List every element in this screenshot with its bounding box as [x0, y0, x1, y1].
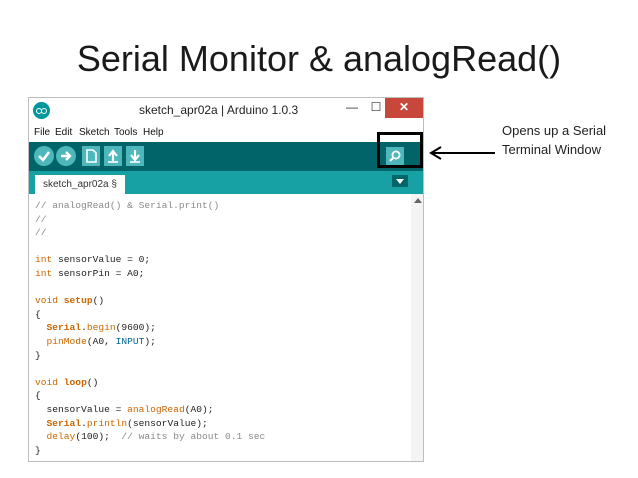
code-token: analogRead: [127, 404, 185, 415]
code-token: (A0,: [86, 336, 116, 347]
upload-icon[interactable]: [56, 146, 76, 166]
code-line: {: [35, 309, 41, 322]
code-token: );: [144, 336, 156, 347]
code-token: sensorPin = A0;: [52, 268, 145, 279]
code-token: Serial: [46, 322, 82, 334]
code-token: pinMode: [46, 336, 87, 347]
verify-icon[interactable]: [34, 146, 54, 166]
arduino-window: sketch_apr02a | Arduino 1.0.3 — ☐ ✕ File…: [28, 97, 424, 462]
callout-text: Opens up a Serial Terminal Window: [502, 121, 606, 159]
code-token: [35, 418, 47, 429]
code-line: pinMode(A0, INPUT);: [35, 336, 156, 349]
code-line: // analogRead() & Serial.print(): [35, 200, 219, 213]
code-token: [35, 336, 47, 347]
code-editor[interactable]: // analogRead() & Serial.print() // // int …: [29, 194, 411, 461]
code-token: int: [35, 268, 53, 279]
code-token: (100);: [75, 431, 122, 443]
callout-line-1: Opens up a Serial: [502, 123, 607, 138]
new-icon[interactable]: [82, 146, 100, 166]
code-token: [35, 431, 47, 442]
code-token: sensorValue =: [35, 404, 128, 415]
serial-monitor-highlight: [377, 132, 423, 168]
open-icon[interactable]: [104, 146, 122, 166]
arduino-logo-icon: [33, 102, 50, 119]
code-line: int sensorPin = A0;: [35, 268, 144, 281]
maximize-button[interactable]: ☐: [370, 100, 382, 114]
tab-sketch[interactable]: sketch_apr02a §: [35, 175, 125, 194]
code-token: (A0);: [184, 404, 214, 415]
close-button[interactable]: ✕: [385, 98, 423, 118]
code-token: int: [35, 254, 53, 266]
code-token: //: [35, 227, 47, 239]
toolbar: [29, 142, 423, 171]
serial-monitor-icon[interactable]: [386, 147, 404, 165]
save-icon[interactable]: [126, 146, 144, 166]
menu-edit[interactable]: Edit: [55, 127, 73, 138]
code-token: setup: [63, 295, 93, 307]
code-line: }: [35, 350, 41, 363]
code-line: Serial.begin(9600);: [35, 322, 156, 335]
title-bar[interactable]: sketch_apr02a | Arduino 1.0.3 — ☐ ✕: [29, 98, 423, 122]
code-line: void setup(): [35, 295, 104, 308]
code-line: void loop(): [35, 377, 98, 390]
code-token: [35, 322, 47, 333]
code-token: println: [86, 417, 128, 429]
code-token: // waits by about 0.1 sec: [121, 431, 266, 443]
code-token: }: [35, 349, 41, 361]
code-token: void: [35, 376, 59, 388]
code-line: delay(100); // waits by about 0.1 sec: [35, 431, 266, 444]
slide-title: Serial Monitor & analogRead(): [76, 38, 562, 79]
code-token: {: [35, 308, 41, 320]
code-token: //: [35, 213, 47, 225]
menu-tools[interactable]: Tools: [114, 127, 138, 138]
code-line: {: [35, 390, 41, 403]
editor-scrollbar[interactable]: [411, 194, 423, 461]
code-line: }: [35, 445, 41, 458]
window-title: sketch_apr02a | Arduino 1.0.3: [139, 103, 299, 117]
code-token: loop: [63, 376, 87, 388]
code-token: (9600);: [115, 322, 156, 334]
scroll-up-icon[interactable]: [414, 198, 422, 203]
callout-line-2: Terminal Window: [502, 142, 601, 157]
code-token: Serial: [46, 417, 82, 429]
code-token: {: [35, 390, 41, 402]
menu-sketch[interactable]: Sketch: [79, 127, 110, 138]
minimize-button[interactable]: —: [346, 100, 358, 114]
code-line: //: [35, 214, 47, 227]
code-line: int sensorValue = 0;: [35, 254, 150, 267]
code-line: //: [35, 227, 47, 240]
code-token: (sensorValue);: [127, 417, 208, 429]
code-token: (): [86, 376, 99, 388]
menu-help[interactable]: Help: [143, 127, 164, 138]
tab-bar: sketch_apr02a §: [29, 171, 423, 194]
code-token: .: [81, 417, 87, 429]
code-token: .: [81, 322, 87, 334]
menu-bar: File Edit Sketch Tools Help: [29, 124, 423, 141]
code-token: }: [35, 444, 41, 456]
tab-menu-icon[interactable]: [392, 175, 408, 187]
code-token: begin: [86, 322, 116, 334]
code-token: void: [35, 295, 59, 307]
callout-arrow-icon: [429, 146, 495, 160]
menu-file[interactable]: File: [34, 127, 51, 138]
code-token: sensorValue = 0;: [52, 254, 151, 266]
code-token: INPUT: [115, 336, 145, 347]
code-line: Serial.println(sensorValue);: [35, 418, 208, 431]
code-token: delay: [46, 431, 76, 443]
code-token: // analogRead() & Serial.print(): [35, 200, 220, 211]
code-token: (): [92, 295, 105, 307]
code-line: sensorValue = analogRead(A0);: [35, 404, 214, 417]
